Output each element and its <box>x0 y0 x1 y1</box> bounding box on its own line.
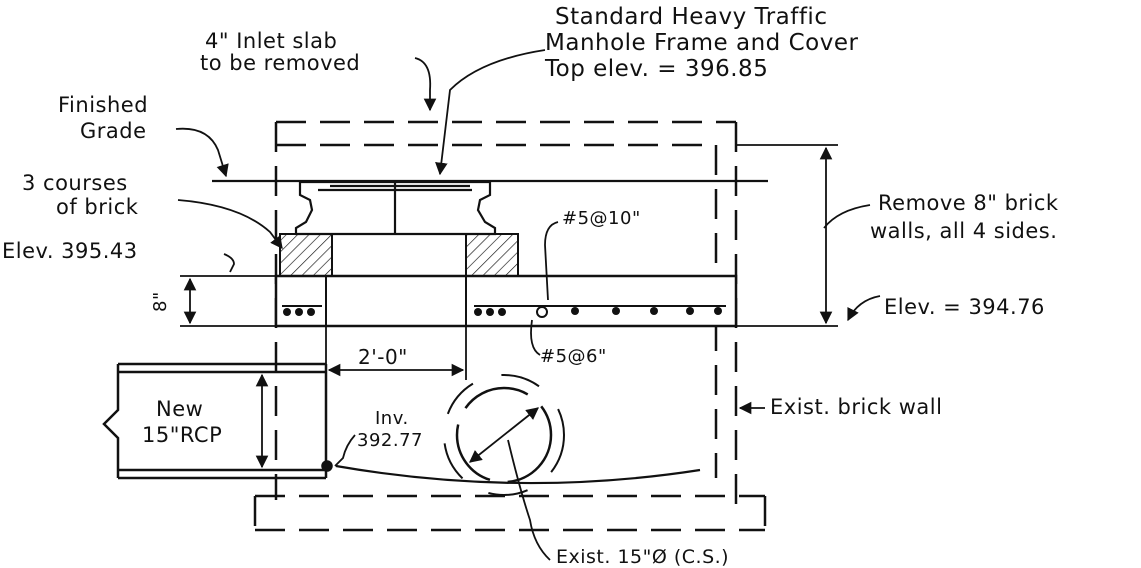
new-pipe-label-line2: 15"RCP <box>142 423 223 447</box>
invert-label-line1: Inv. <box>375 408 409 429</box>
slab-thickness-label: 8" <box>150 291 171 312</box>
brick-courses-right <box>465 233 519 277</box>
offset-dimension-label: 2'-0" <box>358 345 408 369</box>
exist-wall-label: Exist. brick wall <box>770 395 943 419</box>
slab-thickness-dimension <box>180 275 276 327</box>
existing-wall-outline <box>253 120 767 532</box>
frame-cover-label-line3: Top elev. = 396.85 <box>545 56 769 82</box>
finished-grade-label-line2: Grade <box>80 119 147 143</box>
rebar-top-label: #5@10" <box>562 208 641 229</box>
slab-rebar <box>282 305 726 318</box>
inlet-slab-label-line2: to be removed <box>200 51 361 75</box>
frame-cover-label-line2: Manhole Frame and Cover <box>545 30 859 56</box>
invert-label-line2: 392.77 <box>357 430 423 451</box>
wall-height-dimension <box>736 144 838 327</box>
inlet-slab-label-line1: 4" Inlet slab <box>205 29 338 53</box>
remove-walls-label-line2: walls, all 4 sides. <box>870 219 1058 243</box>
exist-pipe-label: Exist. 15"Ø (C.S.) <box>556 546 730 568</box>
rebar-bottom-label: #5@6" <box>540 346 607 367</box>
leader-lines <box>175 49 881 561</box>
frame-cover-label-line1: Standard Heavy Traffic <box>555 4 828 30</box>
concrete-slab <box>274 274 738 328</box>
existing-pipe <box>443 374 565 496</box>
new-pipe-label-line1: New <box>156 397 204 421</box>
manhole-frame-cover <box>294 180 497 236</box>
brick-courses-label-line2: of brick <box>56 195 139 219</box>
brick-courses-left <box>279 233 333 277</box>
elev-bottom-slab-label: Elev. = 394.76 <box>884 295 1045 319</box>
remove-walls-label-line1: Remove 8" brick <box>878 191 1059 215</box>
new-rcp-pipe <box>102 362 333 480</box>
brick-courses-label-line1: 3 courses <box>22 171 128 195</box>
elev-top-slab-label: Elev. 395.43 <box>2 239 138 263</box>
finished-grade-label-line1: Finished <box>58 93 149 117</box>
